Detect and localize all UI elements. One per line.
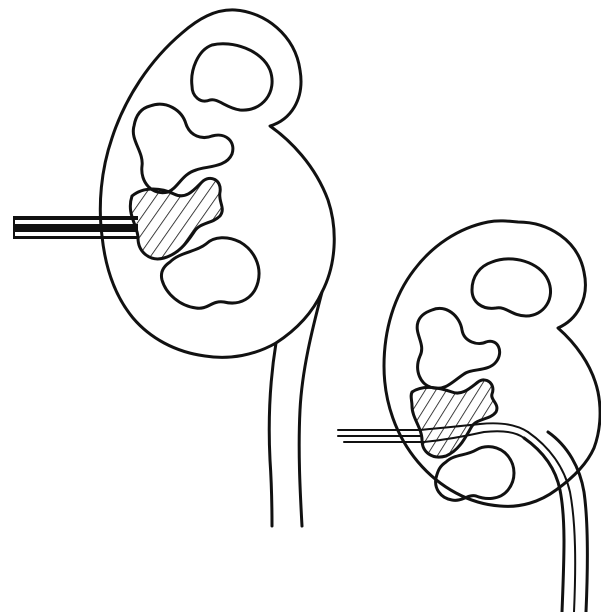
kidney-small-calyx-upper: [417, 308, 499, 388]
kidney-large-ureter-left: [269, 343, 276, 526]
kidney-large-calyx-upper: [133, 104, 233, 192]
kidney-large-ureter-right: [299, 292, 322, 526]
kidney-large-stone: [130, 178, 222, 259]
rigid-rod-instrument: [14, 216, 138, 239]
kidney-small-calyx-top: [472, 259, 551, 316]
kidney-small-ureter-right: [548, 432, 587, 612]
kidney-large-calyx-top: [192, 44, 272, 110]
kidney-small-ureter-inner: [528, 432, 575, 612]
kidney-small: [338, 221, 600, 612]
kidney-large: [14, 10, 334, 526]
